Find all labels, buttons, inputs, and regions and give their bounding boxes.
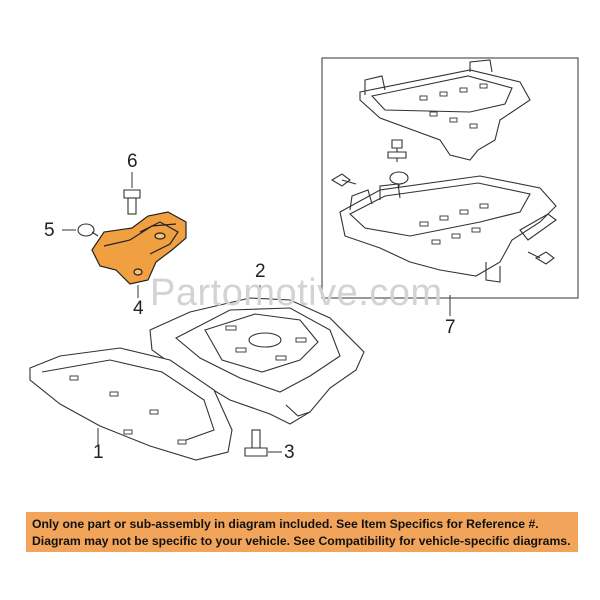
disclaimer-line-2: Diagram may not be specific to your vehi…	[32, 534, 571, 548]
part-1-front-cover	[29, 347, 233, 461]
part-7-fasteners	[330, 139, 555, 265]
callout-5: 5	[44, 220, 55, 241]
part-7-upper-holes	[419, 83, 488, 129]
disclaimer-line-1: Only one part or sub-assembly in diagram…	[32, 517, 539, 531]
part-7-upper-plate	[359, 59, 531, 161]
part-6-bolt	[123, 189, 141, 215]
callout-7: 7	[445, 317, 456, 338]
part-7-lower-assembly	[339, 175, 557, 283]
part-7-lower-holes	[419, 203, 489, 245]
part-1-slots	[69, 375, 187, 445]
part-4-bracket	[91, 211, 187, 285]
callout-6: 6	[127, 151, 138, 172]
part-5-clip	[77, 223, 99, 237]
disclaimer-banner: Only one part or sub-assembly in diagram…	[26, 512, 578, 552]
callout-2: 2	[255, 261, 266, 282]
part-2-undercover	[149, 297, 365, 425]
part-2-slots	[225, 325, 307, 361]
callout-3: 3	[284, 442, 295, 463]
callout-4: 4	[133, 298, 144, 319]
watermark: Partomotive.com	[150, 272, 443, 314]
callout-1: 1	[93, 442, 104, 463]
part-3-bolt	[244, 429, 268, 457]
